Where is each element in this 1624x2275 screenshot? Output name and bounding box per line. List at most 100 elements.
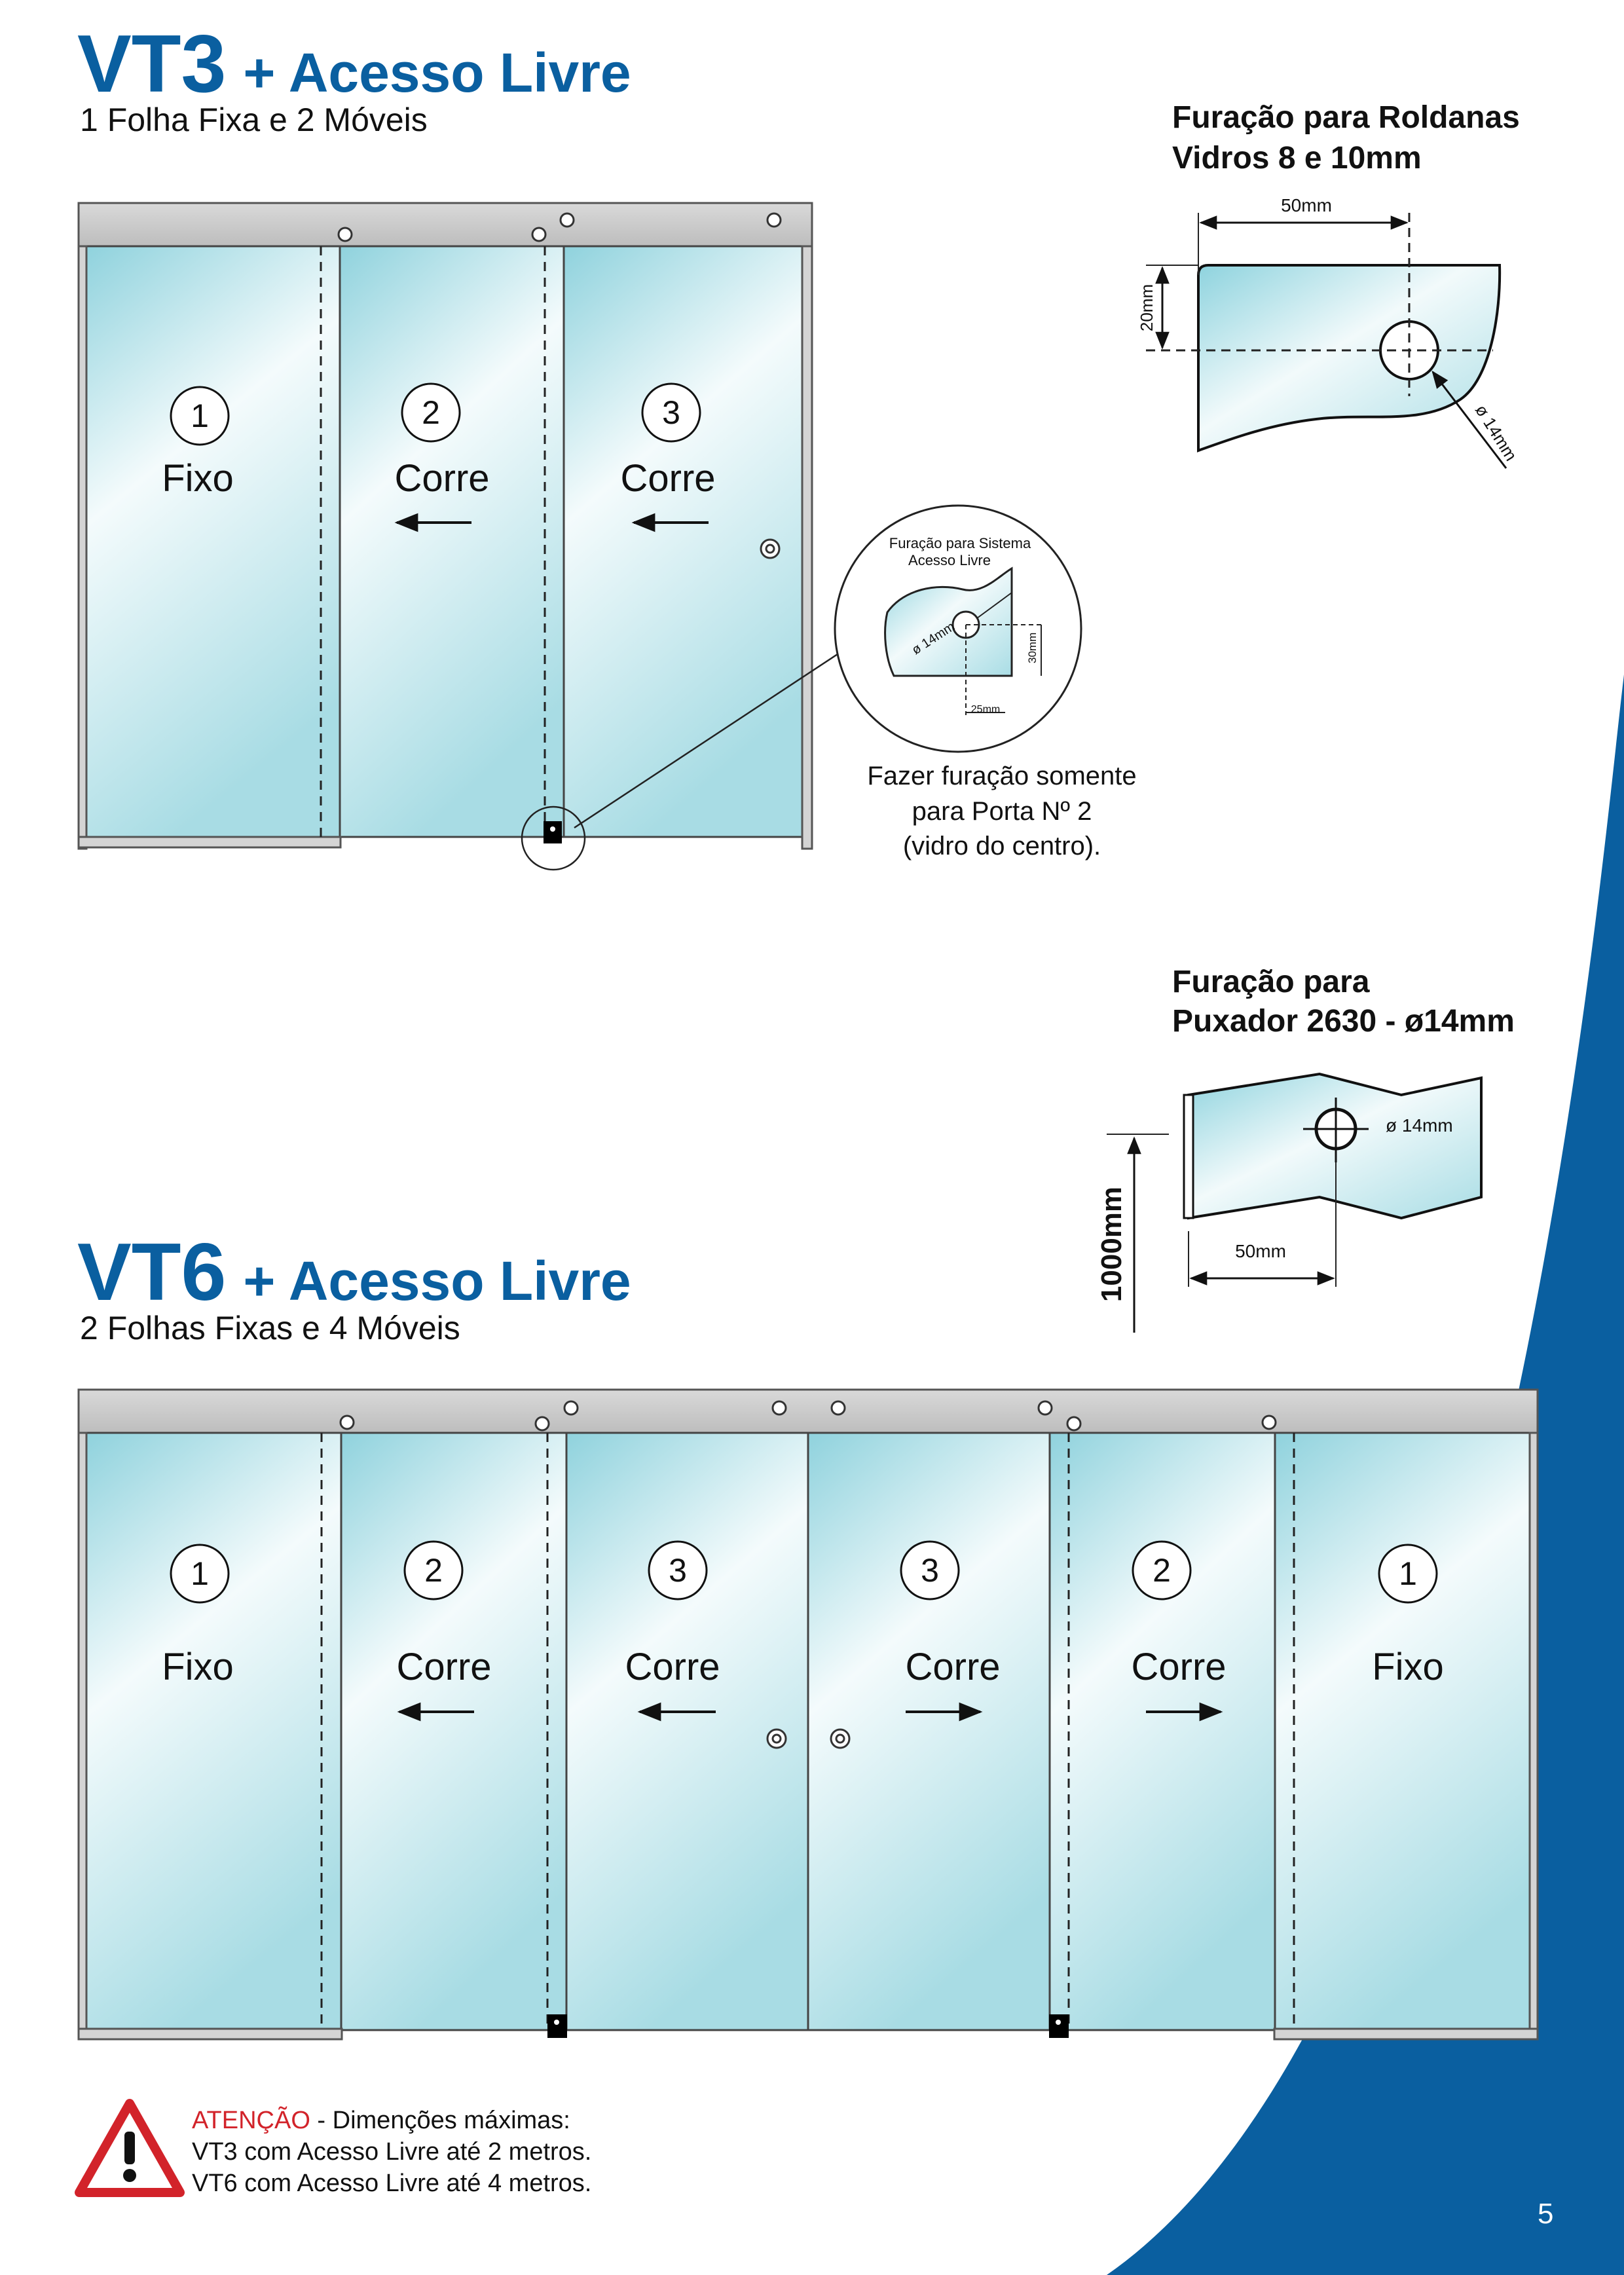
vt6-title-suffix: + Acesso Livre [243,1250,631,1312]
puxador-diameter: ø 14mm [1386,1115,1453,1136]
vt6-roller-1 [339,1415,355,1430]
vt6-panel-3-number: 3 [669,1552,687,1589]
roldanas-title-line2: Vidros 8 e 10mm [1172,141,1422,176]
vt6-panel-3-number-circle [648,1540,708,1600]
vt6-panel-6-number-circle [1378,1544,1438,1604]
vt3-detail-height-dim: 30mm [1026,633,1039,663]
vt3-right-jamb [801,245,813,850]
puxador-diagram: ø 14mm 50mm 1000mm [1096,1072,1483,1333]
vt3-panel-2-number: 2 [422,394,440,431]
warning-icon-dot [123,2169,136,2182]
vt6-handle-left-icon [766,1728,787,1749]
vt3-handle-icon [760,538,781,559]
vt3-detail-title-line2: Acesso Livre [908,552,991,568]
vt3-panel-3-glass [563,245,803,838]
vt6-subtitle: 2 Folhas Fixas e 4 Móveis [80,1310,460,1346]
vt3-diagram: 1 Fixo 2 Corre 3 Corre [77,202,842,871]
vt6-top-rail [77,1388,1539,1434]
vt6-right-jamb [1528,1432,1539,2040]
roldanas-diameter-leader [1431,370,1507,469]
vt6-roller-2 [534,1416,550,1432]
vt3-title-suffix: + Acesso Livre [243,42,631,103]
warning-line3: VT6 com Acesso Livre até 4 metros. [192,2170,591,2197]
vt3-roller-3 [559,212,575,228]
page-number: 5 [1538,2198,1553,2230]
vt3-detail-width-dim: 25mm [971,704,1000,715]
vt3-detail-title-line1: Furação para Sistema [889,535,1031,551]
vt6-panel-1-number: 1 [191,1555,209,1592]
vt3-detail-leader [574,650,842,829]
vt6-bottom-rail-right [1273,2027,1539,2041]
vt3-floor-detail-circle [521,805,586,871]
vt3-roller-1 [337,227,353,242]
vt6-panel-5-label: Corre [1131,1646,1226,1688]
vt3-panel-1-glass [85,245,341,838]
vt6-floor-lock-left [547,2014,567,2038]
vt3-panel-3-label: Corre [620,457,715,500]
vt6-floor-lock-left-dot [554,2020,559,2025]
vt3-detail-glass-shape [884,566,1013,677]
vt6-roller-6 [1037,1400,1053,1416]
vt3-panel-2-glass [339,245,565,838]
vt6-title: VT6 + Acesso Livre [77,1227,631,1318]
vt6-panel-1-label: Fixo [162,1646,234,1688]
vt6-panel-4-glass [807,1432,1051,2031]
vt6-roller-4 [771,1400,787,1416]
vt6-roller-8 [1261,1415,1277,1430]
vt3-panel-2-label: Corre [394,457,489,500]
vt6-panel-4-number-circle [900,1540,960,1600]
vt6-panel-2-number-circle [403,1540,464,1600]
roldanas-width-dim: 50mm [1281,195,1332,215]
vt3-left-jamb [77,245,88,850]
vt3-panel-1-number: 1 [191,398,209,434]
vt3-panel-2-number-circle [401,382,461,443]
puxador-height-dim: 1000mm [1096,1187,1128,1302]
vt6-panel-4-label: Corre [905,1646,1000,1688]
vt6-handle-right-icon [830,1728,851,1749]
warning-line2: VT3 com Acesso Livre até 2 metros. [192,2138,591,2166]
roldanas-glass-shape [1197,264,1502,453]
vt6-panel-2-number: 2 [424,1552,443,1589]
vt6-panel-1-number-circle [170,1544,230,1604]
vt6-roller-7 [1066,1416,1082,1432]
vt3-panel-1-label: Fixo [162,457,234,500]
vt3-detail-leader-line [976,592,1012,619]
vt6-diagram: 1 Fixo 2 Corre 3 Corre 3 Corre 2 Corre 1… [77,1388,1539,2041]
warning-block: ATENÇÃO - Dimenções máximas: VT3 com Ace… [75,2099,591,2197]
vt6-floor-lock-right [1049,2014,1069,2038]
vt3-roller-2 [531,227,547,242]
vt3-note-line2: para Porta Nº 2 [912,797,1092,826]
vt6-panel-5-number-circle [1132,1540,1192,1600]
vt6-panel-2-label: Corre [396,1646,491,1688]
vt3-note-line1: Fazer furação somente [867,762,1136,790]
vt3-floor-lock [544,821,562,843]
vt3-panel-3-number-circle [641,382,701,443]
vt6-panel-6-glass [1274,1432,1531,2031]
vt3-subtitle: 1 Folha Fixa e 2 Móveis [80,102,428,138]
vt6-panel-5-number: 2 [1153,1552,1171,1589]
vt3-note-line3: (vidro do centro). [903,832,1101,860]
vt6-panel-3-label: Corre [625,1646,720,1688]
vt6-panel-2-glass [340,1432,568,2031]
vt3-bottom-rail [77,836,342,849]
vt6-panel-5-glass [1048,1432,1276,2031]
puxador-title-line1: Furação para [1172,965,1370,999]
vt6-panel-6-label: Fixo [1372,1646,1444,1688]
vt6-roller-5 [830,1400,846,1416]
puxador-edge-profile [1183,1094,1194,1219]
warning-line1: ATENÇÃO - Dimenções máximas: [192,2106,570,2134]
vt3-panel-1-number-circle [170,386,230,446]
vt6-panel-6-number: 1 [1399,1555,1417,1592]
vt3-roller-4 [766,212,782,228]
vt6-left-jamb [77,1432,88,2040]
vt6-roller-3 [563,1400,579,1416]
vt6-panel-3-glass [565,1432,809,2031]
warning-label: ATENÇÃO [192,2106,310,2134]
vt6-title-main: VT6 [77,1227,226,1318]
vt3-detail-callout: Furação para Sistema Acesso Livre ø 14mm… [834,504,1082,753]
roldanas-height-dim: 20mm [1137,284,1156,331]
vt3-top-rail [77,202,813,248]
vt6-bottom-rail-left [77,2027,343,2041]
puxador-width-dim: 50mm [1235,1241,1286,1261]
